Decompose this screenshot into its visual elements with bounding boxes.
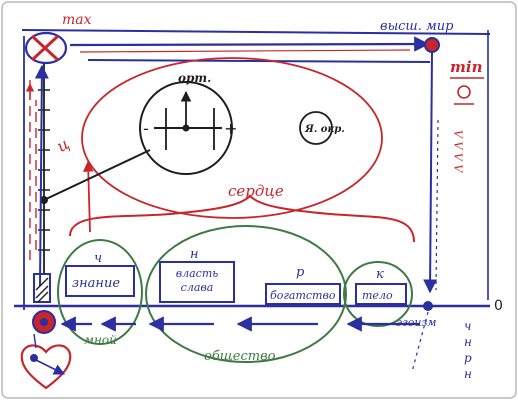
zero-label: 0 — [494, 298, 503, 314]
col-letter-2: н — [464, 335, 472, 349]
egoism-label: эгоизм — [396, 316, 437, 329]
hatched-box — [33, 273, 51, 303]
max-label: max — [62, 12, 92, 28]
box-wealth-text: богатство — [270, 289, 336, 302]
box-power-text: власть слава — [175, 267, 219, 294]
red-rising-arrows — [29, 80, 37, 260]
ya-label: Я. окр. — [304, 124, 345, 135]
green-ellipse-body — [343, 261, 413, 327]
ort-minus: - — [143, 119, 149, 138]
top-underline — [87, 59, 431, 63]
higher-world-label: высш. мир — [380, 19, 454, 34]
box-wealth — [265, 283, 341, 305]
box-wealth-letter: р — [296, 265, 305, 280]
box-power-fame — [159, 261, 235, 303]
higher-world-dot — [424, 37, 440, 53]
box-body-text: тело — [362, 289, 393, 302]
heart-arrow — [35, 359, 66, 375]
box-power-letter: н — [190, 247, 199, 262]
egoism-dashed — [411, 311, 429, 373]
ya-circle — [299, 111, 333, 145]
red-underline-top — [79, 49, 411, 53]
heart-icon — [20, 344, 72, 390]
ort-plus: + — [224, 119, 237, 138]
big-red-ellipse — [81, 57, 383, 219]
col-letter-4: н — [464, 367, 472, 381]
mine-label: мной — [84, 333, 117, 347]
ort-circle — [139, 81, 233, 175]
heart-link — [33, 333, 37, 349]
box-knowledge-text: знание — [72, 276, 120, 291]
heart-label: сердце — [228, 182, 284, 200]
ort-verticals — [165, 108, 215, 150]
col-letter-3: р — [464, 351, 472, 365]
box-knowledge — [65, 265, 135, 297]
society-label: общество — [204, 349, 276, 364]
ego-inner-dot — [40, 318, 48, 326]
right-down-arrow — [423, 51, 438, 294]
min-label: min — [450, 58, 482, 76]
ort-label: орт. — [178, 71, 211, 85]
red-scribble: ц — [53, 134, 72, 156]
green-ellipse-society — [145, 225, 347, 363]
brace-up-arrow — [82, 160, 94, 233]
box-knowledge-letter: ч — [94, 251, 102, 266]
max-to-higher-world-arrow — [69, 36, 430, 52]
green-ellipse-knowledge — [57, 239, 143, 345]
egoism-dot — [423, 301, 433, 311]
heart-brace — [69, 194, 415, 243]
right-dashed-line — [435, 119, 439, 291]
max-ellipse — [24, 31, 68, 65]
max-x-mark — [30, 34, 60, 62]
top-frame-line — [21, 29, 491, 35]
min-symbols: V V V V — [452, 130, 465, 173]
ladder-up-arrow — [34, 64, 49, 287]
ladder-ticks — [38, 89, 50, 251]
col-letter-1: ч — [464, 319, 471, 333]
box-body-letter: к — [376, 267, 384, 282]
circle-connector — [43, 149, 151, 201]
box-power-text-wrap: власть слава — [175, 267, 219, 294]
min-circle-icon — [457, 85, 471, 99]
hatched-box-lines — [35, 277, 49, 303]
ort-center-dot — [182, 124, 190, 132]
box-body — [355, 283, 407, 305]
